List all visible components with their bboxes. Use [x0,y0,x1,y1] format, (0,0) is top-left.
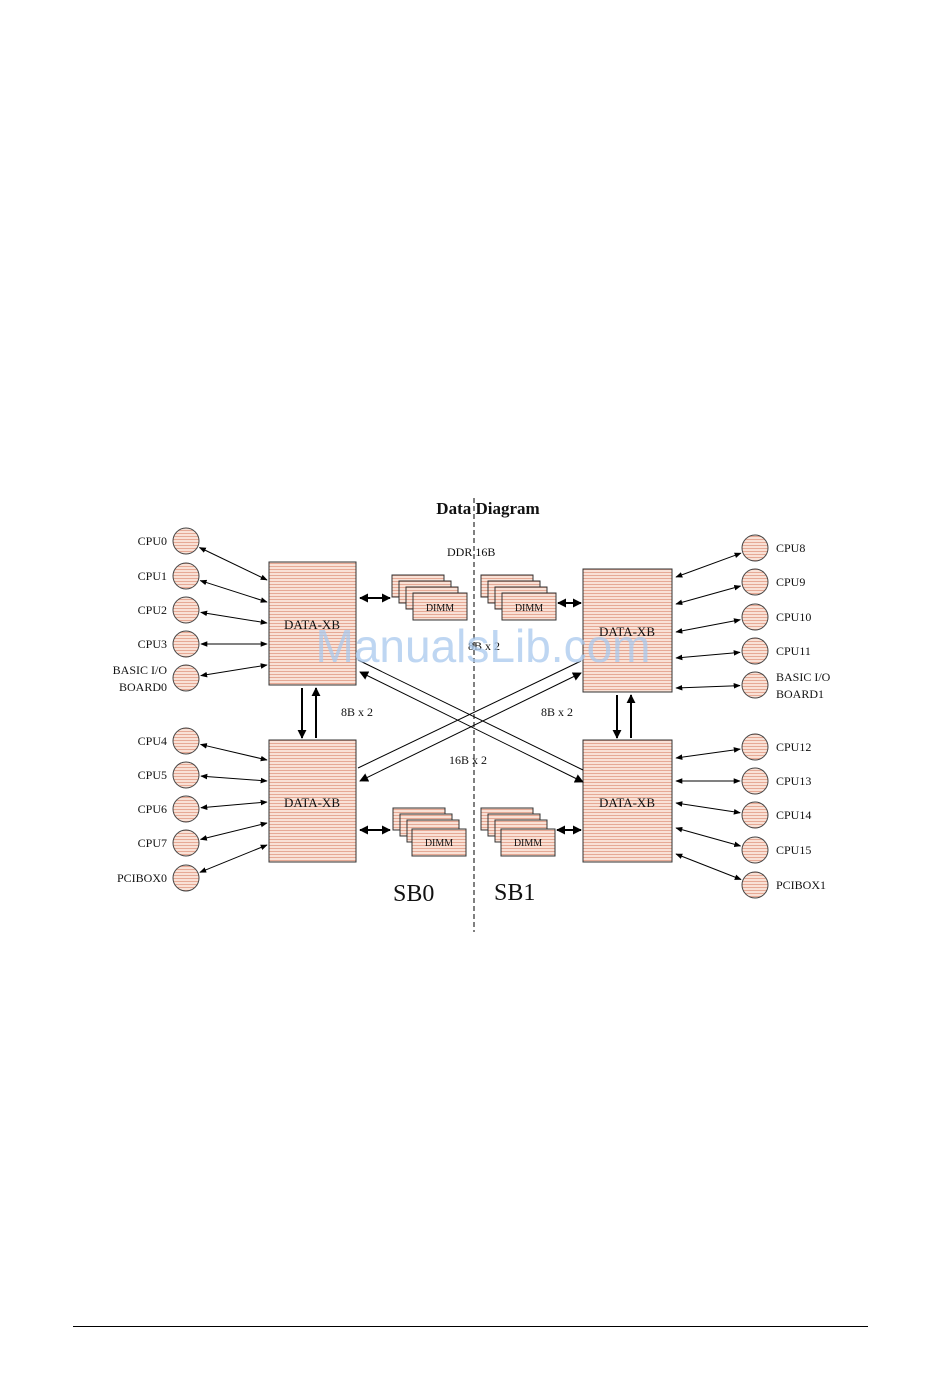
node-basic-i-o-board1 [742,672,768,698]
node-cpu6 [173,796,199,822]
link-cpu5 [201,776,267,781]
node-cpu15 [742,837,768,863]
label-cpu4: CPU4 [138,734,167,748]
dimm-stack-top-left: DIMM [392,575,467,620]
link-basic-i-o-board0 [201,665,267,676]
link-label-ddr: DDR 16B [447,545,495,559]
node-cpu12 [742,734,768,760]
node-cpu7 [173,830,199,856]
node-cpu11 [742,638,768,664]
link-cpu14 [676,803,740,813]
link-label-vertical-left: 8B x 2 [341,705,373,719]
board-label-sb0: SB0 [393,881,434,907]
crossbar-label: DATA-XB [599,795,655,810]
node-cpu14 [742,802,768,828]
label-cpu13: CPU13 [776,774,811,788]
label-cpu5: CPU5 [138,768,167,782]
label-basic-i-o-board0-line2: BOARD0 [119,680,167,694]
label-cpu14: CPU14 [776,808,811,822]
node-cpu0 [173,528,199,554]
dimm-label: DIMM [515,603,543,614]
node-cpu3 [173,631,199,657]
node-cpu4 [173,728,199,754]
label-cpu8: CPU8 [776,541,805,555]
crossbar-label: DATA-XB [284,795,340,810]
label-cpu10: CPU10 [776,610,811,624]
link-pcibox1 [676,854,741,880]
label-pcibox1: PCIBOX1 [776,878,826,892]
node-pcibox0 [173,865,199,891]
footer-rule [73,1326,868,1327]
dimm-stack-top-right: DIMM [481,575,556,620]
label-cpu11: CPU11 [776,644,811,658]
dimm-label: DIMM [514,838,542,849]
crossbar-bottom-right: DATA-XB [583,740,672,862]
label-pcibox0: PCIBOX0 [117,871,167,885]
label-basic-i-o-board0-line1: BASIC I/O [113,663,168,677]
dimm-label: DIMM [425,838,453,849]
link-cpu4 [201,744,267,760]
label-cpu1: CPU1 [138,569,167,583]
node-cpu10 [742,604,768,630]
label-cpu15: CPU15 [776,843,811,857]
link-cpu8 [676,553,741,577]
dimm-stack-bottom-right: DIMM [481,808,555,856]
dimm-label: DIMM [426,603,454,614]
label-basic-i-o-board1-line2: BOARD1 [776,687,824,701]
link-cpu10 [676,620,740,632]
node-cpu9 [742,569,768,595]
label-basic-i-o-board1-line1: BASIC I/O [776,670,831,684]
dimm-stack-bottom-left: DIMM [393,808,466,856]
watermark: ManualsLib.com [316,620,651,672]
link-cpu9 [676,586,741,604]
label-cpu3: CPU3 [138,637,167,651]
link-cpu12 [676,749,740,758]
crossbar-bottom-left: DATA-XB [269,740,356,862]
link-label-cross: 16B x 2 [449,753,487,767]
node-cpu1 [173,563,199,589]
link-pcibox0 [200,845,267,872]
node-cpu5 [173,762,199,788]
label-cpu7: CPU7 [138,836,167,850]
diagram-title: Data Diagram [436,499,539,518]
link-cpu6 [201,802,267,808]
link-cpu1 [200,581,267,602]
label-cpu6: CPU6 [138,802,167,816]
link-cpu0 [200,548,267,580]
link-basic-i-o-board1 [676,686,740,688]
link-cpu15 [676,828,741,846]
node-cpu8 [742,535,768,561]
link-cpu2 [201,612,267,623]
label-cpu9: CPU9 [776,575,805,589]
node-cpu13 [742,768,768,794]
node-basic-i-o-board0 [173,665,199,691]
link-cpu11 [676,652,740,658]
label-cpu0: CPU0 [138,534,167,548]
label-cpu2: CPU2 [138,603,167,617]
board-label-sb1: SB1 [494,880,535,906]
link-label-vertical-right: 8B x 2 [541,705,573,719]
label-cpu12: CPU12 [776,740,811,754]
node-pcibox1 [742,872,768,898]
node-cpu2 [173,597,199,623]
link-cpu7 [201,823,267,839]
